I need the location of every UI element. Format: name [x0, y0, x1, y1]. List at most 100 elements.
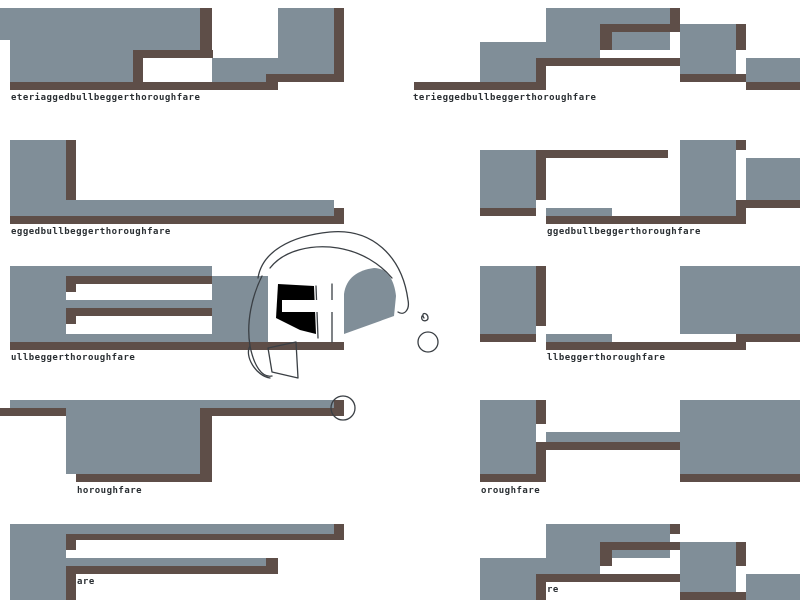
wall-shadow [66, 534, 76, 550]
wall-shadow [536, 266, 546, 326]
stone-block [212, 276, 268, 342]
wall-shadow [536, 150, 546, 200]
wall-shadow [480, 474, 546, 482]
wall-shadow [546, 342, 746, 350]
stone-block [746, 574, 800, 600]
stone-block [746, 58, 800, 82]
wall-shadow [736, 200, 746, 224]
stone-block [546, 432, 680, 442]
stone-block [680, 24, 736, 74]
level-label: are [77, 577, 95, 587]
wall-shadow [76, 474, 212, 482]
wall-shadow [10, 342, 344, 350]
wall-shadow [736, 334, 800, 342]
stone-block [66, 266, 212, 276]
level-label: oroughfare [481, 486, 541, 496]
level-label: eggedbullbeggerthoroughfare [11, 227, 171, 237]
wall-shadow [10, 216, 344, 224]
wall-shadow [680, 592, 746, 600]
sketch-gray-shape [344, 268, 396, 334]
stone-block [66, 558, 266, 566]
wall-shadow [66, 534, 344, 540]
wall-shadow [600, 24, 680, 32]
wall-shadow [546, 216, 746, 224]
wall-shadow [10, 82, 278, 90]
wall-shadow [143, 50, 213, 58]
stone-block [0, 8, 70, 40]
wall-shadow [536, 150, 668, 158]
wall-shadow [736, 200, 800, 208]
stone-block [680, 266, 800, 334]
stone-block [133, 8, 200, 50]
wall-shadow [480, 334, 536, 342]
wall-shadow [334, 208, 344, 224]
sketch-white-bar [282, 300, 344, 312]
stone-block [536, 558, 600, 574]
stone-block [66, 334, 212, 342]
level-label: eteriaggedbullbeggerthoroughfare [11, 93, 201, 103]
stone-block [480, 150, 536, 208]
stone-block [680, 140, 736, 216]
level-label: re [547, 585, 559, 595]
wall-shadow [66, 140, 76, 200]
stone-block [10, 266, 66, 342]
sketch-swirl [421, 312, 429, 322]
wall-shadow [670, 524, 680, 534]
wall-shadow [536, 58, 682, 66]
wall-shadow [66, 566, 278, 574]
wall-shadow [200, 408, 344, 416]
stone-block [66, 200, 334, 216]
wall-shadow [746, 82, 800, 90]
wall-shadow [133, 50, 143, 90]
wall-shadow [736, 542, 746, 566]
level-label: ullbeggerthoroughfare [11, 353, 136, 363]
wall-shadow [536, 574, 682, 582]
wall-shadow [66, 566, 76, 600]
stone-block [680, 542, 736, 592]
sketch-target-circle [330, 395, 356, 421]
wall-shadow [600, 24, 612, 50]
wall-shadow [266, 74, 344, 82]
stone-block [536, 42, 600, 58]
wall-shadow [200, 8, 212, 58]
wall-shadow [536, 442, 546, 482]
wall-shadow [670, 8, 680, 24]
sketch-small-circle [417, 331, 439, 353]
stone-block [278, 8, 334, 74]
stone-block [10, 140, 66, 216]
wall-shadow [334, 524, 344, 540]
wall-shadow [536, 58, 546, 90]
wall-shadow [536, 574, 546, 600]
wall-shadow [480, 208, 536, 216]
stone-block [10, 400, 334, 408]
wall-shadow [536, 400, 546, 424]
stone-block [66, 408, 200, 474]
wall-shadow [0, 408, 66, 416]
sketch-inner-arc [269, 246, 393, 279]
stone-block [546, 334, 612, 342]
sketch-polygon [267, 341, 299, 379]
wall-shadow [600, 542, 612, 566]
wall-shadow [600, 542, 680, 550]
stone-block [10, 524, 66, 600]
wall-shadow [200, 408, 212, 482]
stone-block [680, 400, 800, 474]
stone-block [480, 400, 536, 474]
wall-shadow [680, 474, 800, 482]
stone-block [480, 558, 536, 600]
wall-shadow [414, 82, 546, 90]
sketch-dome-outline [257, 231, 410, 314]
wall-shadow [334, 400, 344, 416]
stone-block [66, 300, 212, 308]
stone-block [746, 158, 800, 200]
level-label: terieggedbullbeggerthoroughfare [413, 93, 597, 103]
level-label: llbeggerthoroughfare [547, 353, 666, 363]
wall-shadow [66, 276, 212, 284]
wall-shadow [546, 442, 680, 450]
wall-shadow [66, 308, 212, 316]
sketch-side-stroke [248, 275, 273, 377]
wall-shadow [680, 74, 746, 82]
sketch-lower-curve [247, 345, 271, 379]
